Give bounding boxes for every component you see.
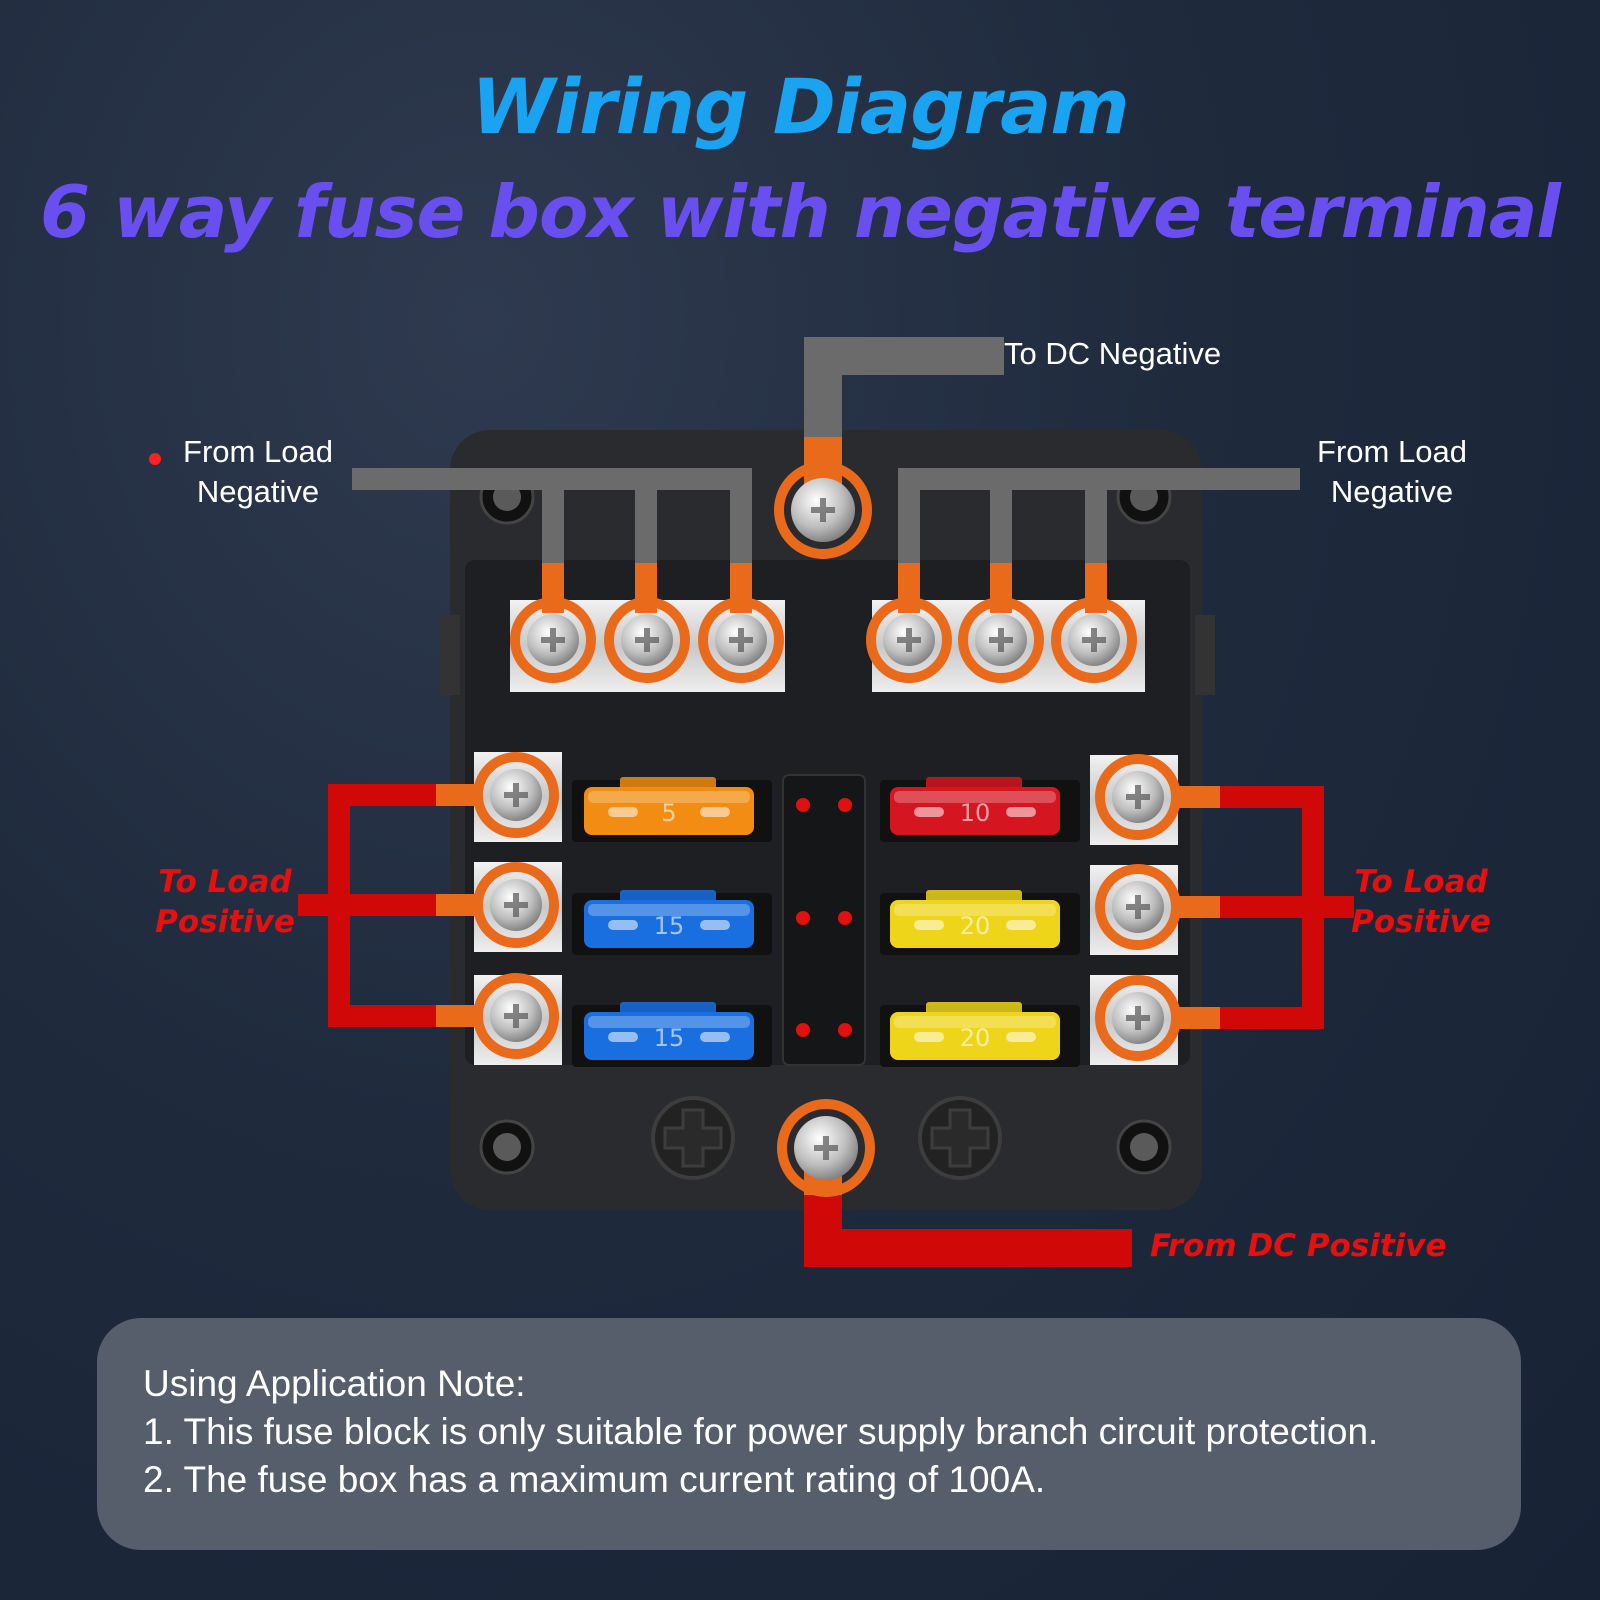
fuse-rating-label: 20 bbox=[960, 1024, 991, 1052]
fuse-rating-label: 10 bbox=[960, 799, 991, 827]
fuse-20a: 20 bbox=[890, 1002, 1060, 1060]
application-note: Using Application Note: 1. This fuse blo… bbox=[97, 1318, 1521, 1550]
fuse-column-right: 10 20 20 bbox=[890, 777, 1060, 1060]
terminal-ring bbox=[473, 973, 559, 1059]
label-line: Negative bbox=[196, 474, 320, 509]
page-title: Wiring Diagram bbox=[471, 62, 1129, 151]
label-from-dc-positive: From DC Positive bbox=[1150, 1228, 1447, 1264]
label-to-load-positive-right: To Load Positive bbox=[1346, 862, 1496, 942]
fuse-20a: 20 bbox=[890, 890, 1060, 948]
terminal-ring bbox=[1051, 597, 1137, 683]
terminal-ring bbox=[1095, 754, 1181, 840]
label-to-load-positive-left: To Load Positive bbox=[150, 862, 300, 942]
label-line: To Load bbox=[1354, 864, 1488, 900]
terminal-ring bbox=[604, 597, 690, 683]
label-line: From Load bbox=[1317, 434, 1467, 469]
label-line: Positive bbox=[1351, 904, 1491, 940]
fuse-column-left: 5 15 15 bbox=[584, 777, 754, 1060]
label-line: Negative bbox=[1330, 474, 1454, 509]
note-line-1: 1. This fuse block is only suitable for … bbox=[143, 1411, 1379, 1452]
label-line: Positive bbox=[155, 904, 295, 940]
terminal-screws bbox=[473, 461, 1181, 1197]
terminal-ring bbox=[698, 597, 784, 683]
page-subtitle: 6 way fuse box with negative terminal bbox=[40, 170, 1561, 254]
fuse-15a: 15 bbox=[584, 1002, 754, 1060]
terminal-ring bbox=[510, 597, 596, 683]
positive-wires bbox=[298, 784, 1354, 1267]
label-to-dc-negative: To DC Negative bbox=[1004, 336, 1222, 371]
terminal-ring bbox=[774, 461, 872, 559]
indicator-dot bbox=[149, 453, 161, 465]
terminal-ring bbox=[1095, 975, 1181, 1061]
fuse-rating-label: 20 bbox=[960, 912, 991, 940]
terminal-ring bbox=[866, 597, 952, 683]
positive-leads bbox=[436, 784, 1220, 1029]
label-line: From Load bbox=[183, 434, 333, 469]
terminal-ring bbox=[473, 862, 559, 948]
fuse-10a: 10 bbox=[890, 777, 1060, 835]
fuse-15a: 15 bbox=[584, 890, 754, 948]
fuse-5a: 5 bbox=[584, 777, 754, 835]
fuse-rating-label: 15 bbox=[654, 1024, 685, 1052]
note-heading: Using Application Note: bbox=[143, 1363, 526, 1404]
led-indicator-strip bbox=[782, 774, 866, 1066]
fuse-rating-label: 15 bbox=[654, 912, 685, 940]
label-line: To Load bbox=[158, 864, 292, 900]
label-from-load-negative-right: From Load Negative bbox=[1302, 432, 1482, 512]
terminal-ring bbox=[473, 752, 559, 838]
terminal-ring bbox=[777, 1099, 875, 1197]
terminal-ring bbox=[958, 597, 1044, 683]
label-from-load-negative-left: From Load Negative bbox=[168, 432, 348, 512]
note-line-2: 2. The fuse box has a maximum current ra… bbox=[143, 1459, 1046, 1500]
fuse-rating-label: 5 bbox=[661, 799, 676, 827]
terminal-ring bbox=[1095, 864, 1181, 950]
cover-screws bbox=[651, 1096, 1002, 1180]
negative-wires bbox=[352, 337, 1300, 568]
